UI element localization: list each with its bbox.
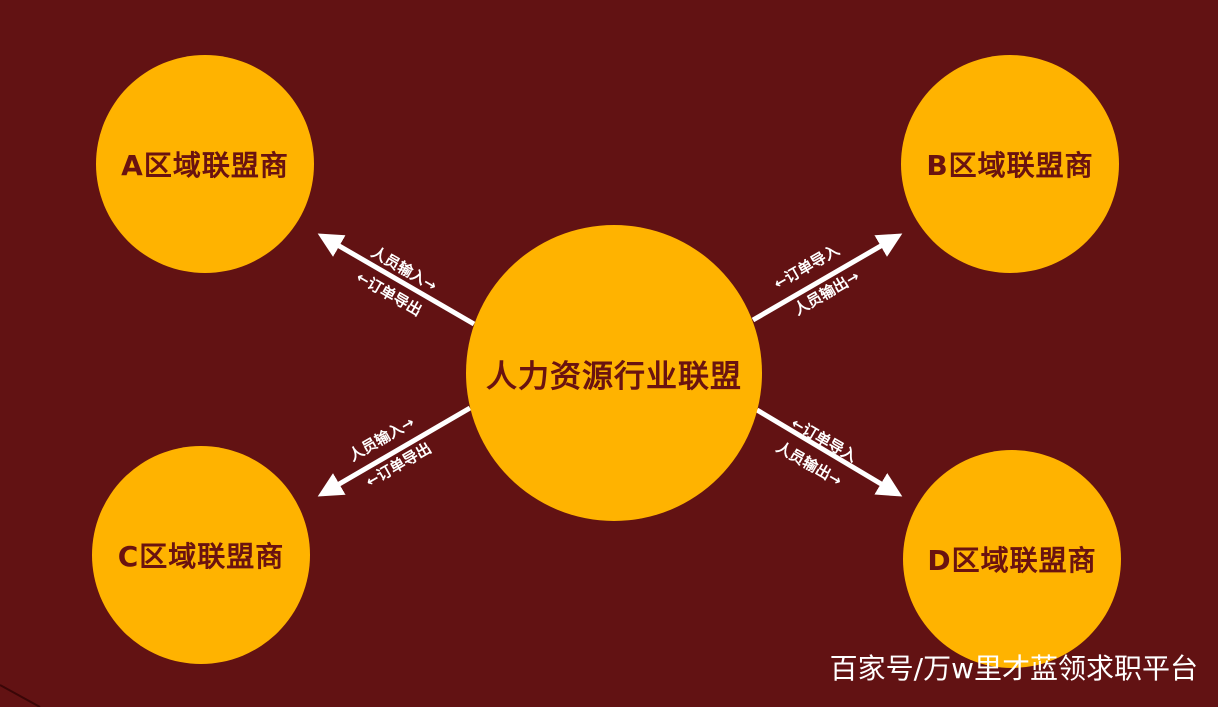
arrow-center-to-c <box>317 405 472 497</box>
node-c-label: C区域联盟商 <box>117 540 285 573</box>
node-d-label: D区域联盟商 <box>927 544 1097 577</box>
arrow-center-to-d <box>755 407 903 497</box>
watermark: 百家号/万w里才蓝领求职平台 <box>829 652 1198 685</box>
node-c-region-partner: C区域联盟商 <box>92 446 310 664</box>
corner-decoration <box>0 684 41 707</box>
node-a-region-partner: A区域联盟商 <box>96 55 314 273</box>
center-node-hr-alliance: 人力资源行业联盟 <box>466 225 762 521</box>
node-b-region-partner: B区域联盟商 <box>901 55 1119 273</box>
arrow-center-to-a <box>317 233 476 327</box>
center-node-label: 人力资源行业联盟 <box>486 358 742 395</box>
node-b-label: B区域联盟商 <box>926 149 1094 182</box>
node-d-region-partner: D区域联盟商 <box>903 450 1121 668</box>
node-a-label: A区域联盟商 <box>121 149 289 182</box>
arrow-center-to-b <box>751 233 903 323</box>
